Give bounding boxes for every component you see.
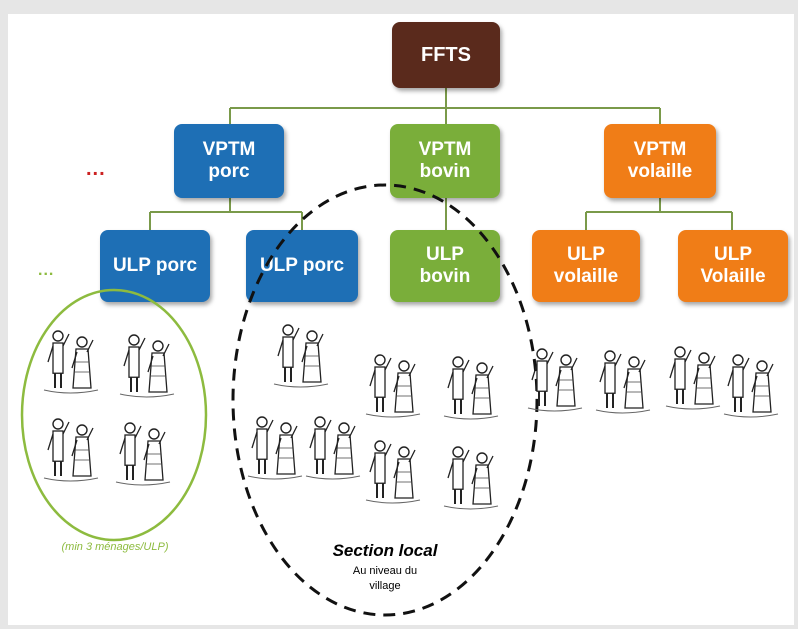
farmer-couple-icon <box>527 348 583 412</box>
ellipsis-green: ... <box>38 262 55 279</box>
section-local-ellipse <box>231 183 539 617</box>
slide-frame <box>8 14 794 625</box>
farmer-couple-icon <box>443 446 499 510</box>
min-members-caption: (min 3 ménages/ULP) <box>61 541 169 553</box>
farmer-couple-icon <box>43 330 99 394</box>
node-ulp-volaille-1: ULP volaille <box>532 230 640 302</box>
node-ulp-volaille-2: ULP Volaille <box>678 230 788 302</box>
farmer-couple-icon <box>43 418 99 482</box>
connector-root-vptm <box>229 88 661 124</box>
farmer-couple-icon <box>365 354 421 418</box>
farmer-couple-icon <box>595 350 651 414</box>
node-vptm-bovin: VPTM bovin <box>390 124 500 198</box>
node-vptm-volaille: VPTM volaille <box>604 124 716 198</box>
section-subtitle: Au niveau du village <box>352 565 418 592</box>
node-vptm-porc: VPTM porc <box>174 124 284 198</box>
node-ffts: FFTS <box>392 22 500 88</box>
farmer-couple-icon <box>247 416 303 480</box>
farmer-couple-icon <box>273 324 329 388</box>
farmer-couple-icon <box>115 422 171 486</box>
farmer-couple-icon <box>365 440 421 504</box>
connector-volaille-ulp <box>585 198 733 230</box>
farmer-couple-icon <box>665 346 721 410</box>
ulp-group-ellipse <box>20 288 208 542</box>
connector-porc-ulp <box>149 198 303 230</box>
farmer-couple-icon <box>443 356 499 420</box>
farmer-couple-icon <box>723 354 779 418</box>
farmer-couple-icon <box>305 416 361 480</box>
node-ulp-bovin: ULP bovin <box>390 230 500 302</box>
node-ulp-porc-2: ULP porc <box>246 230 358 302</box>
ellipsis-red: ... <box>86 158 106 180</box>
farmer-couple-icon <box>119 334 175 398</box>
section-title: Section local <box>332 541 438 560</box>
